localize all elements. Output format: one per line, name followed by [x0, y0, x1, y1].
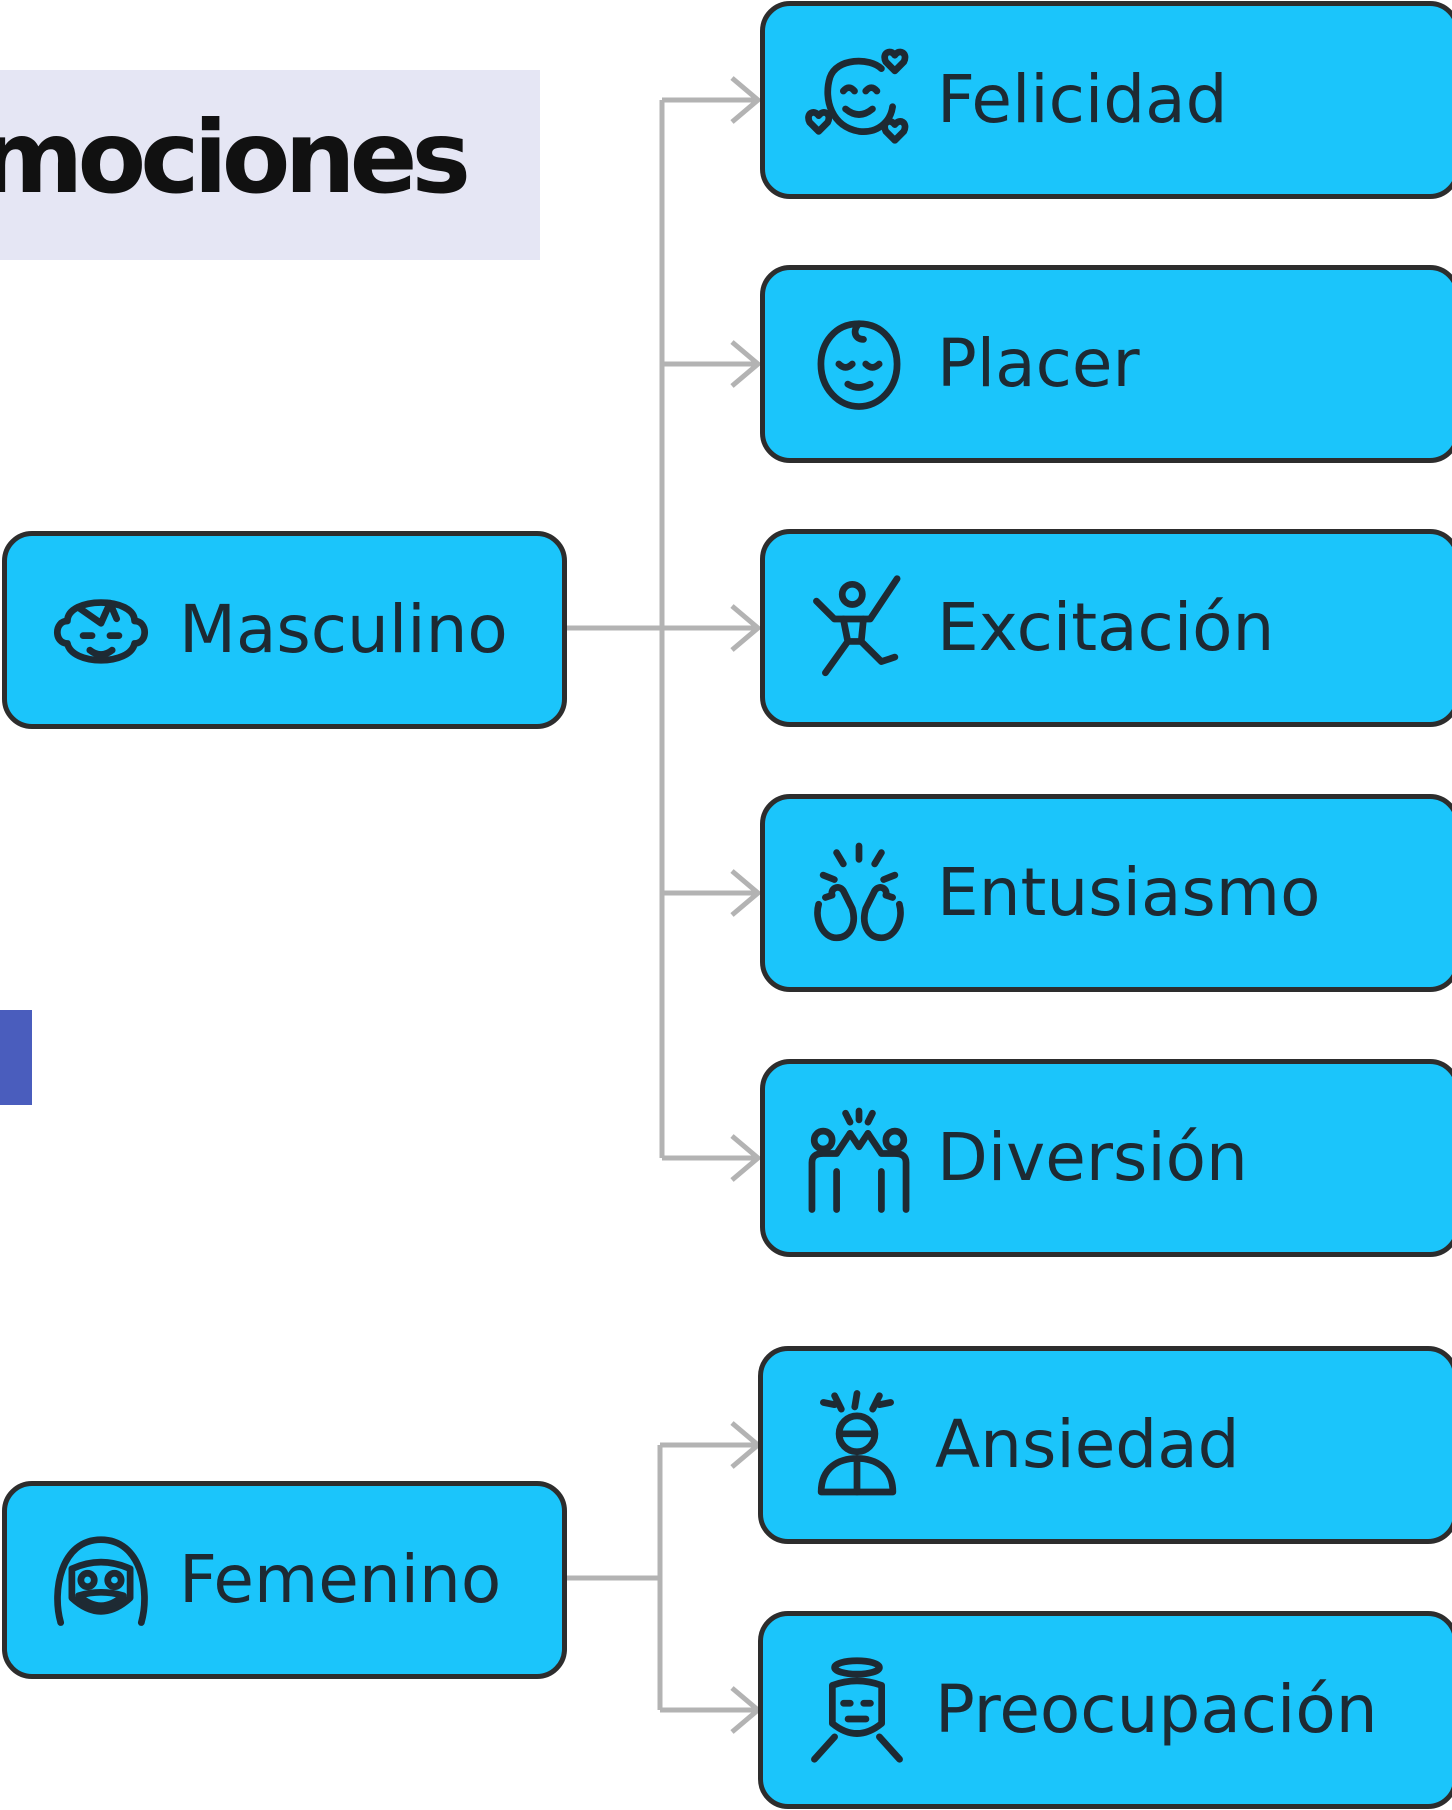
anxious-person-icon	[801, 1389, 913, 1501]
jumping-person-icon	[803, 572, 915, 684]
high-five-icon	[803, 1102, 915, 1214]
girl-face-icon	[45, 1524, 157, 1636]
diagram-title: emociones	[0, 99, 471, 216]
emotion-node-felicidad: Felicidad	[760, 1, 1452, 199]
emotion-label: Ansiedad	[935, 1406, 1240, 1483]
face-with-hearts-icon	[803, 44, 915, 156]
category-node-femenino: Femenino	[2, 1481, 567, 1679]
clapping-hands-icon	[803, 837, 915, 949]
emotion-node-excitacion: Excitación	[760, 529, 1452, 727]
accent-mark	[0, 1010, 32, 1105]
category-node-masculino: Masculino	[2, 531, 567, 729]
emotion-node-preocupacion: Preocupación	[758, 1611, 1452, 1809]
connector-trunk-masculino	[560, 100, 665, 1158]
emotion-label: Placer	[937, 325, 1140, 402]
category-label: Femenino	[179, 1541, 502, 1618]
emotion-node-diversion: Diversión	[760, 1059, 1452, 1257]
emotion-label: Preocupación	[935, 1671, 1378, 1748]
baby-face-icon	[803, 308, 915, 420]
connector-trunk-femenino	[560, 1445, 663, 1710]
emotion-node-ansiedad: Ansiedad	[758, 1346, 1452, 1544]
emotion-label: Excitación	[937, 589, 1275, 666]
emotion-label: Diversión	[937, 1119, 1248, 1196]
emotion-label: Felicidad	[937, 61, 1228, 138]
title-box: emociones	[0, 70, 540, 260]
arrowheads	[730, 76, 762, 1734]
emotion-label: Entusiasmo	[937, 854, 1321, 931]
emotion-node-placer: Placer	[760, 265, 1452, 463]
boy-face-icon	[45, 574, 157, 686]
category-label: Masculino	[179, 591, 508, 668]
worried-person-icon	[801, 1654, 913, 1766]
emotion-node-entusiasmo: Entusiasmo	[760, 794, 1452, 992]
